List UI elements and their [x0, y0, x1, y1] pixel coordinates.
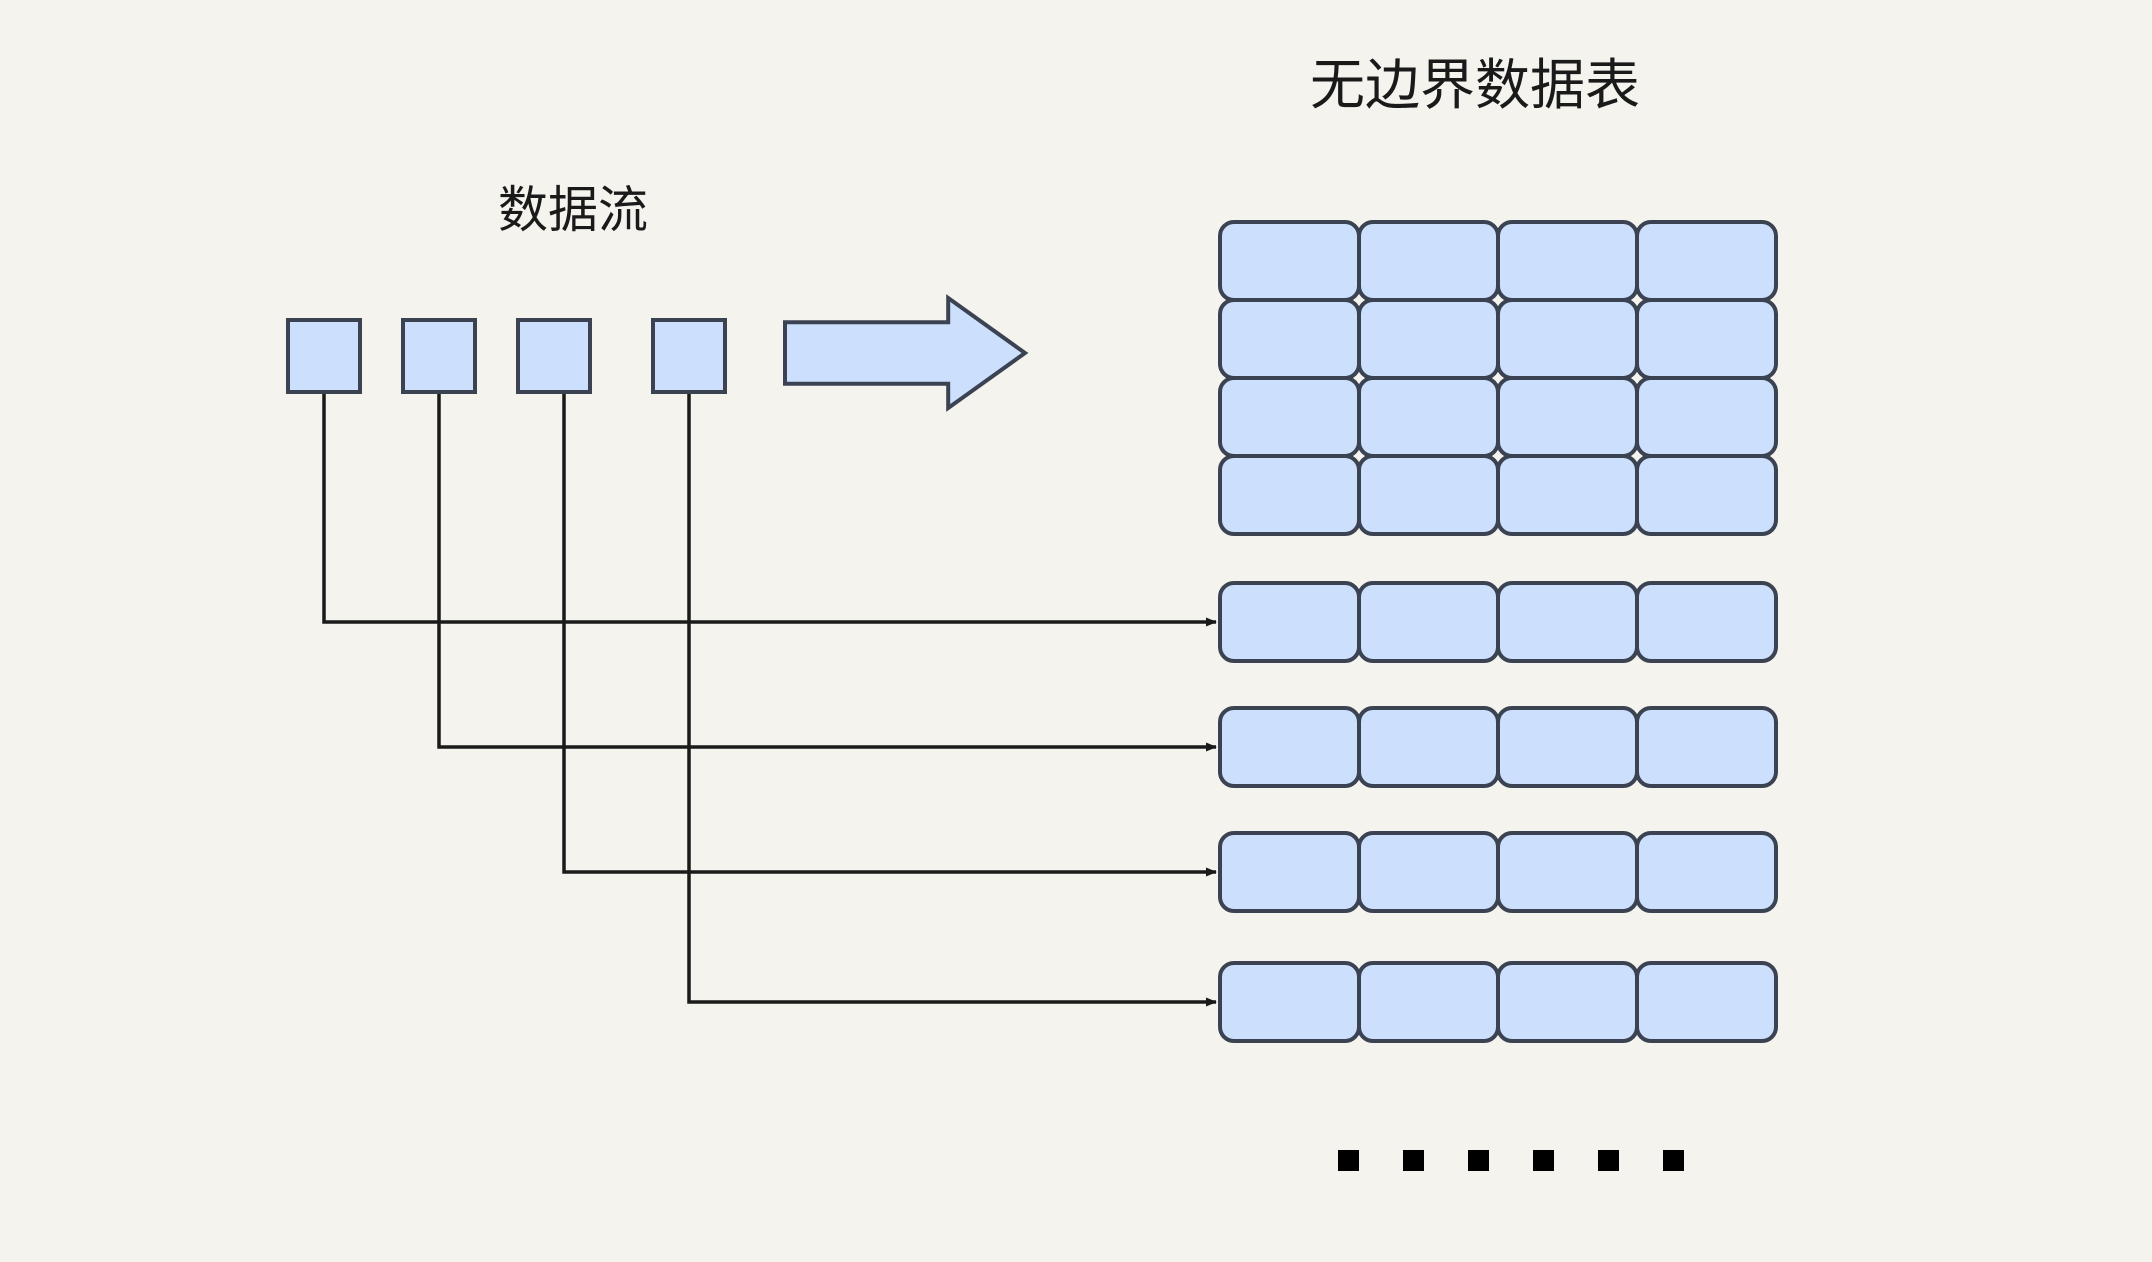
table-cell — [1635, 298, 1778, 380]
table-cell — [1635, 376, 1778, 458]
stream-element-layer — [286, 318, 727, 394]
table-cell — [1496, 220, 1639, 302]
flow-arrow-icon — [783, 294, 1029, 412]
appended-row-1-cell — [1496, 581, 1639, 663]
data-stream-title: 数据流 — [498, 182, 648, 238]
ellipsis-square — [1403, 1150, 1424, 1171]
table-cell — [1218, 454, 1361, 536]
unbounded-table-layer — [1218, 220, 1778, 536]
table-cell — [1218, 376, 1361, 458]
table-cell — [1496, 376, 1639, 458]
ellipsis-square — [1533, 1150, 1554, 1171]
table-cell — [1218, 298, 1361, 380]
appended-row-4-cell — [1357, 961, 1500, 1043]
table-cell — [1357, 454, 1500, 536]
flow-arrow-layer — [783, 294, 1029, 412]
ellipsis-square — [1598, 1150, 1619, 1171]
ellipsis-layer — [1338, 1150, 1684, 1171]
stream-element-4 — [651, 318, 727, 394]
appended-row-4-cell — [1496, 961, 1639, 1043]
ellipsis-square — [1663, 1150, 1684, 1171]
table-cell — [1357, 298, 1500, 380]
stream-element-1 — [286, 318, 362, 394]
table-cell — [1635, 220, 1778, 302]
appended-row-1-cell — [1218, 581, 1361, 663]
table-cell — [1357, 376, 1500, 458]
table-cell — [1357, 220, 1500, 302]
connector-3 — [562, 392, 1217, 877]
appended-row-3-cell — [1218, 831, 1361, 913]
appended-row-2-cell — [1635, 706, 1778, 788]
appended-row-3-cell — [1496, 831, 1639, 913]
connector-layer — [322, 392, 1217, 1007]
appended-row-2-cell — [1357, 706, 1500, 788]
table-cell — [1496, 298, 1639, 380]
ellipsis-square — [1468, 1150, 1489, 1171]
appended-rows-layer — [1218, 581, 1778, 1043]
table-cell — [1218, 220, 1361, 302]
table-cell — [1496, 454, 1639, 536]
appended-row-1-cell — [1635, 581, 1778, 663]
appended-row-2-cell — [1218, 706, 1361, 788]
ellipsis-square — [1338, 1150, 1359, 1171]
appended-row-3-cell — [1357, 831, 1500, 913]
appended-row-1-cell — [1357, 581, 1500, 663]
appended-row-2-cell — [1496, 706, 1639, 788]
table-cell — [1635, 454, 1778, 536]
table-title: 无边界数据表 — [1310, 54, 1641, 116]
appended-row-4-cell — [1218, 961, 1361, 1043]
stream-element-2 — [401, 318, 477, 394]
connector-2 — [437, 392, 1217, 752]
appended-row-3-cell — [1635, 831, 1778, 913]
stream-element-3 — [516, 318, 592, 394]
connector-4 — [687, 392, 1217, 1007]
appended-row-4-cell — [1635, 961, 1778, 1043]
connector-1 — [322, 392, 1217, 627]
